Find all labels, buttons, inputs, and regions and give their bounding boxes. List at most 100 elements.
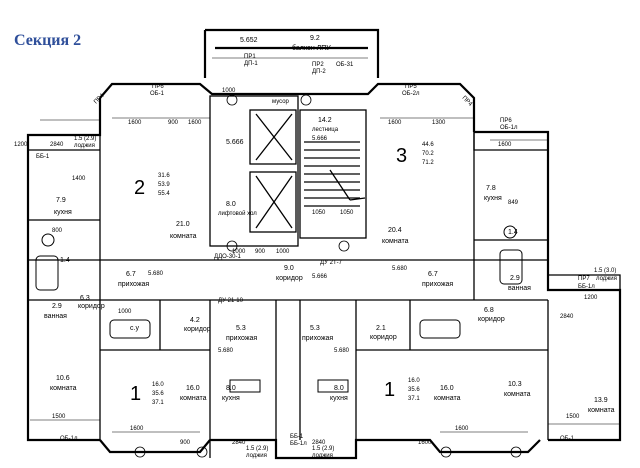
code-5680-a: 5.680: [148, 271, 164, 277]
code-ob2l: ОБ-2л: [402, 91, 420, 97]
loggia-label-bottom-left: лоджия: [246, 453, 267, 459]
room-label-r103: комната: [504, 391, 531, 398]
room-area-room-r103: 10.3: [508, 381, 522, 388]
apartment-3-living-area: 44.6: [422, 142, 434, 148]
code-pr1: ПР1: [244, 54, 256, 60]
code-bb1l-right: ББ-1л: [578, 284, 595, 290]
room-area-bath-left: 2.9: [52, 303, 62, 310]
dim-1000-b: 1000: [232, 249, 246, 255]
room-area-hall-apt3: 6.7: [428, 271, 438, 278]
room-area-hall-apt1-left: 5.3: [236, 325, 246, 332]
dim-800: 800: [52, 228, 63, 234]
dim-1500-left: 1500: [52, 414, 66, 420]
dim-1000-d: 1000: [118, 309, 132, 315]
code-pr7: ПР7: [578, 276, 590, 282]
code-5680-b: 5.680: [392, 266, 408, 272]
apartment-2-number: 2: [134, 177, 145, 199]
room-area-corridor-left: 6.3: [80, 295, 90, 302]
code-ob1l-right: ОБ-1л: [500, 125, 518, 131]
code-dp1: ДП-1: [244, 61, 258, 67]
code-5680-c: 5.680: [218, 348, 234, 354]
room-area-kitchen-left: 7.9: [56, 197, 66, 204]
code-ob1-bottom-right: ОБ-1: [560, 436, 575, 442]
dim-2840-right: 2840: [560, 314, 574, 320]
dim-1200-right: 1200: [584, 295, 598, 301]
room-label-left: комната: [50, 385, 77, 392]
dim-1600-c: 1600: [388, 120, 402, 126]
room-area-loggia-right: 1.5 (3.0): [594, 268, 616, 274]
dim-2840-c: 2840: [232, 440, 246, 446]
room-area-room-apt3: 20.4: [388, 227, 402, 234]
room-area-bath-right: 2.9: [510, 275, 520, 282]
code-bb1-bottom: ББ-1: [290, 434, 304, 440]
code-ob1l-bottom-left: ОБ-1л: [60, 436, 78, 442]
dim-1600-d: 1600: [498, 142, 512, 148]
room-area-loggia-bottom-left: 1.5 (2.9): [246, 446, 268, 452]
hall-label-apt1-left: прихожая: [226, 335, 257, 342]
dim-1500-right: 1500: [566, 414, 580, 420]
bath-label-right: ванная: [508, 285, 531, 292]
apartment-1a-full-area: 37.1: [152, 400, 164, 406]
dim-1000-c: 1000: [276, 249, 290, 255]
room-area-balcony: 9.2: [310, 35, 320, 42]
corridor-label-right: коридор: [478, 316, 505, 323]
wc-label-left: с.у: [130, 325, 139, 332]
code-bb1l-bottom: ББ-1л: [290, 441, 307, 447]
interior-walls: [27, 95, 621, 458]
kitchen-label-apt1a: кухня: [222, 395, 240, 402]
room-area-kitchen-right: 7.8: [486, 185, 496, 192]
dim-1400: 1400: [72, 176, 86, 182]
room-area-room-apt2: 21.0: [176, 221, 190, 228]
lift-hall-label: лифтовой хол: [218, 210, 257, 217]
apartment-1b-full-area: 37.1: [408, 396, 420, 402]
room-area-lift-hall: 8.0: [226, 201, 236, 208]
code-5680-d: 5.680: [334, 348, 350, 354]
corridor-label-left: коридор: [78, 303, 105, 310]
room-area-wc-left: 1.4: [60, 257, 70, 264]
dim-1600-b: 1600: [188, 120, 202, 126]
room-area-loggia-bottom-right: 1.5 (2.9): [312, 446, 334, 452]
bath-label-left: ванная: [44, 313, 67, 320]
du21-label: ДУ 21-10: [218, 298, 244, 304]
room-label-apt2: комната: [170, 233, 197, 240]
room-label-apt3: комната: [382, 238, 409, 245]
apartment-1a-total-area: 35.6: [152, 391, 164, 397]
kitchen-label-apt1b: кухня: [330, 395, 348, 402]
room-label-apt1b: комната: [434, 395, 461, 402]
code-ob31: ОБ-31: [336, 62, 354, 68]
code-ob1-left: ОБ-1: [150, 91, 165, 97]
code-5652: 5.652: [240, 37, 258, 44]
dim-1600-g: 1600: [418, 440, 432, 446]
code-pr5: ПР5: [405, 84, 417, 90]
corridor-label-apt1-left: коридор: [184, 326, 211, 333]
kitchen-label-left: кухня: [54, 209, 72, 216]
exterior-walls: [26, 28, 622, 460]
corridor-label-apt1-right: коридор: [370, 334, 397, 341]
room-label-apt1a: комната: [180, 395, 207, 402]
dim-900-a: 900: [168, 120, 179, 126]
dim-1050-a: 1050: [312, 210, 326, 216]
dim-1600-a: 1600: [128, 120, 142, 126]
dim-1600-e: 1600: [130, 426, 144, 432]
apartment-3-total-area: 70.2: [422, 151, 434, 157]
code-pr6-left: ПР6: [152, 84, 164, 90]
room-area-corridor-right: 6.8: [484, 307, 494, 314]
dim-1200-left: 1200: [14, 142, 28, 148]
apartment-1a-living-area: 16.0: [152, 382, 164, 388]
code-pr6-right: ПР6: [500, 118, 512, 124]
dim-1300: 1300: [432, 120, 446, 126]
apartment-1a-number: 1: [130, 383, 141, 405]
code-dp2: ДП-2: [312, 69, 326, 75]
apartment-1b-living-area: 16.0: [408, 378, 420, 384]
loggia-label-bottom-right: лоджия: [312, 453, 333, 459]
room-area-room-apt1a: 16.0: [186, 385, 200, 392]
room-area-corridor-center: 9.0: [284, 265, 294, 272]
room-area-hall-apt2: 6.7: [126, 271, 136, 278]
room-area-hall-apt1-right: 5.3: [310, 325, 320, 332]
dim-1600-f: 1600: [455, 426, 469, 432]
room-area-room-r139: 13.9: [594, 397, 608, 404]
dimension-lines: [30, 57, 620, 433]
hall-label-apt1-right: прихожая: [302, 335, 333, 342]
code-5666-corridor: 5.666: [312, 274, 328, 280]
